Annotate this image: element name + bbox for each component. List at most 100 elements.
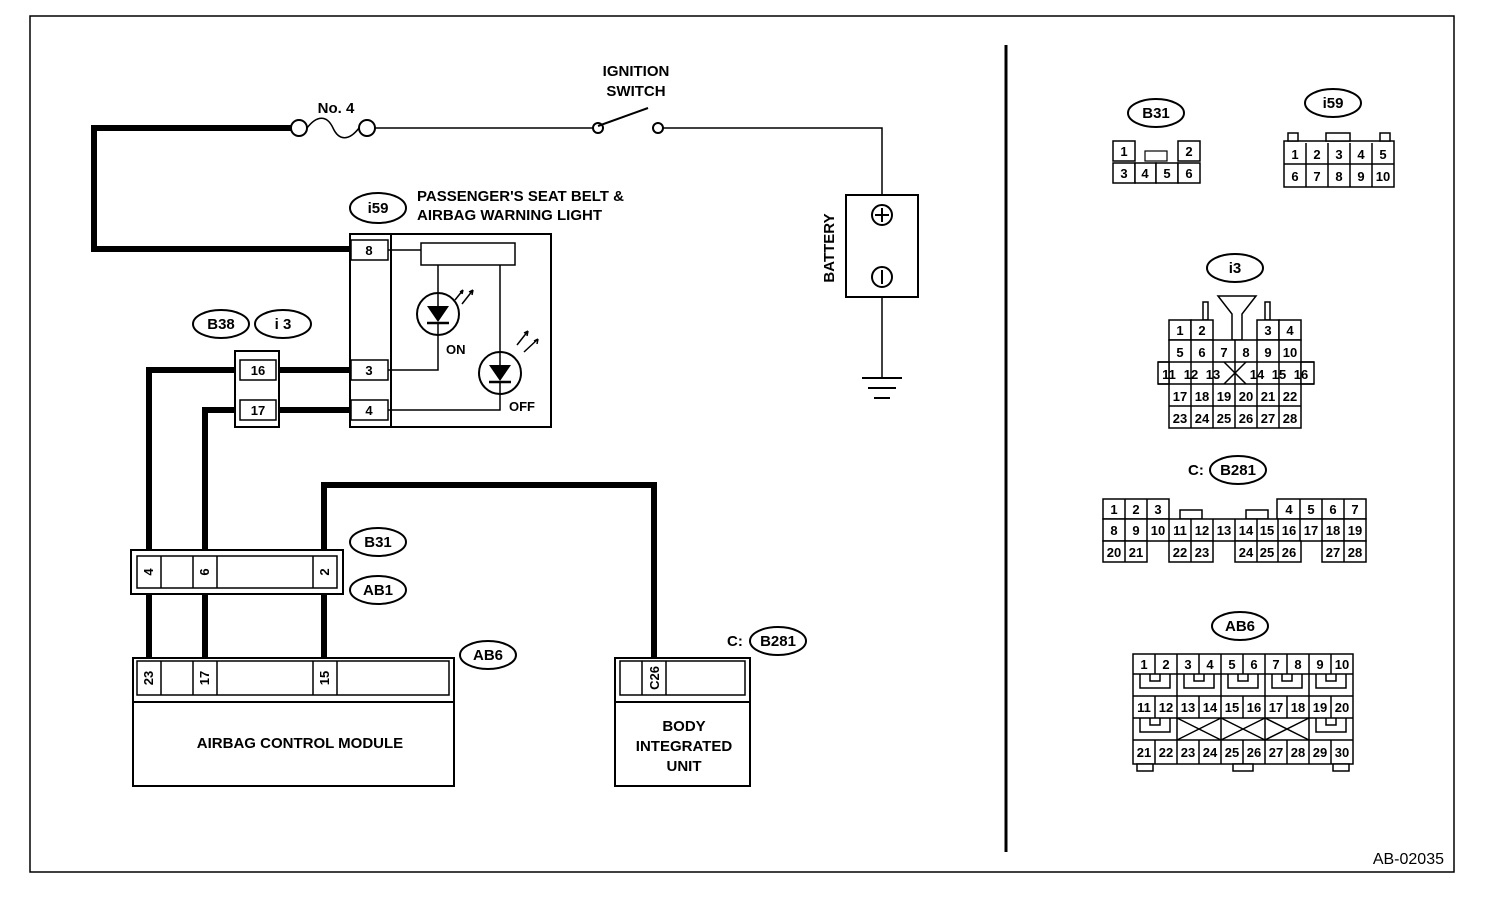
- cv-ab6-pin-27: 27: [1269, 745, 1283, 760]
- cv-b281-pin-6: 6: [1329, 502, 1336, 517]
- cv-b281-pin-5: 5: [1307, 502, 1314, 517]
- cv-i3-pin-4-label: 4: [1286, 323, 1294, 338]
- cv-i59-pin-7: 7: [1313, 169, 1320, 184]
- cv-b281-tag-label: B281: [1220, 462, 1256, 479]
- cv-b281-pin-14: 14: [1239, 523, 1254, 538]
- i3-tag: [254, 309, 312, 339]
- connector-view-i59: i59 1 2 3 4 5 6 7 8 9 10: [1283, 88, 1395, 188]
- cv-b31-tag: [1127, 98, 1185, 128]
- cv-ab6-pin-23: 23: [1181, 745, 1195, 760]
- cv-ab6-latch-4: [1271, 674, 1303, 689]
- ignition-label-line1: IGNITION: [603, 63, 670, 80]
- cv-ab6-pin-5: 5: [1228, 657, 1235, 672]
- cv-i3-pin-25: 25: [1217, 411, 1231, 426]
- fuse-element: [306, 117, 360, 139]
- body-unit-pinstrip: [619, 660, 746, 696]
- i59-connector-tag: [349, 192, 407, 224]
- cv-ab6-foot-mid: [1232, 763, 1254, 772]
- cv-ab6-pin-12: 12: [1159, 700, 1173, 715]
- cv-i3-pin-24: 24: [1195, 411, 1210, 426]
- fuse-terminal-right: [358, 119, 376, 137]
- cv-i3-pin-19: 19: [1217, 389, 1231, 404]
- i59-pin-8-label: 8: [365, 243, 372, 258]
- led-on-triangle: [427, 306, 449, 322]
- cv-i59-key-mid: [1325, 132, 1351, 142]
- cv-i59-pin-5: 5: [1379, 147, 1386, 162]
- body-integrated-unit: C26 BODY INTEGRATED UNIT C: B281: [614, 626, 807, 787]
- wire-17-to-module-17: [202, 407, 239, 663]
- i59-tag-label: i59: [368, 200, 389, 217]
- cv-b281-prefix: C:: [1188, 462, 1204, 479]
- battery: BATTERY: [821, 194, 919, 298]
- cv-i3-pin-11: 11: [1162, 367, 1176, 382]
- cv-b281-pin-27: 27: [1326, 545, 1340, 560]
- airbag-module-label: AIRBAG CONTROL MODULE: [197, 735, 403, 752]
- cv-b31-pin-1: [1112, 140, 1136, 162]
- cv-b281-pin-21: 21: [1129, 545, 1143, 560]
- ab6-tag-label: AB6: [473, 647, 503, 664]
- cv-b281-pin-24: 24: [1239, 545, 1254, 560]
- b281-tag: [749, 626, 807, 656]
- cv-b281-pin-12: 12: [1195, 523, 1209, 538]
- warning-light-title-1: PASSENGER'S SEAT BELT &: [417, 188, 624, 205]
- cv-b31-pin-5-label: 5: [1163, 166, 1170, 181]
- joint-pin-17-label: 17: [251, 403, 265, 418]
- cv-b281-pin-10: 10: [1151, 523, 1165, 538]
- ignition-switch: IGNITION SWITCH: [592, 63, 670, 134]
- ab6-pin-17: 17: [197, 671, 212, 685]
- b281-pin-c26: C26: [647, 666, 662, 690]
- cv-i3-pin-2-label: 2: [1198, 323, 1205, 338]
- led-on-ray-1: [454, 289, 464, 301]
- cv-ab6-pin-16: 16: [1247, 700, 1261, 715]
- cv-i59-pin-1: 1: [1291, 147, 1298, 162]
- warning-light-housing: [390, 233, 552, 428]
- cv-i59-pin-4: 4: [1357, 147, 1365, 162]
- cv-ab6-pin-21: 21: [1137, 745, 1151, 760]
- cv-b281-tag: [1209, 455, 1267, 485]
- cv-b281-pin-28: 28: [1348, 545, 1362, 560]
- cv-i59-key-right: [1379, 132, 1391, 142]
- cv-b281-key-left: [1179, 509, 1203, 520]
- led-off-triangle: [489, 365, 511, 381]
- cv-b31-pin-3-label: 3: [1120, 166, 1127, 181]
- internal-wire-on-bottom: [388, 335, 439, 371]
- cv-b281-pin-16: 16: [1282, 523, 1296, 538]
- cv-ab6-blank-cross-2: [1220, 717, 1266, 741]
- cv-ab6-latch-5: [1315, 674, 1347, 689]
- ground-symbol: [862, 377, 902, 399]
- cv-ab6-pin-26: 26: [1247, 745, 1261, 760]
- cv-ab6-pin-14: 14: [1203, 700, 1218, 715]
- cv-i59-pin-3: 3: [1335, 147, 1342, 162]
- led-on-label: ON: [446, 342, 466, 357]
- led-off-label: OFF: [509, 399, 535, 414]
- cv-ab6-pin-2: 2: [1162, 657, 1169, 672]
- mid-pin-4: 4: [141, 568, 156, 576]
- cv-ab6-pin-15: 15: [1225, 700, 1239, 715]
- led-on-ray-2: [461, 289, 474, 305]
- b38-tag-label: B38: [207, 316, 235, 333]
- cv-b31-pin-1-label: 1: [1120, 144, 1127, 159]
- ab1-tag: [349, 575, 407, 605]
- cv-b281-pin-19: 19: [1348, 523, 1362, 538]
- cv-ab6-pin-13: 13: [1181, 700, 1195, 715]
- cv-ab6-pin-8: 8: [1294, 657, 1301, 672]
- cv-b281-pin-7: 7: [1351, 502, 1358, 517]
- cv-ab6-pin-10: 10: [1335, 657, 1349, 672]
- warning-light: i59 PASSENGER'S SEAT BELT & AIRBAG WARNI…: [349, 188, 624, 428]
- wire-fuse-to-light: [91, 125, 354, 252]
- cv-b31-pin-4-label: 4: [1141, 166, 1149, 181]
- cv-ab6-pin-24: 24: [1203, 745, 1218, 760]
- cv-b281-pin-8: 8: [1110, 523, 1117, 538]
- cv-ab6-tag: [1211, 611, 1269, 641]
- warning-light-title-2: AIRBAG WARNING LIGHT: [417, 207, 602, 224]
- b31-tag-label: B31: [364, 534, 392, 551]
- cv-ab6-blank-cross-3: [1264, 717, 1310, 741]
- cv-ab6-pin-1: 1: [1140, 657, 1147, 672]
- led-off-ray-1: [516, 330, 529, 346]
- cv-i3-pin-7: 7: [1220, 345, 1227, 360]
- cv-b31-pin-6-label: 6: [1185, 166, 1192, 181]
- cv-ab6-pin-25: 25: [1225, 745, 1239, 760]
- cv-i59-pin-9: 9: [1357, 169, 1364, 184]
- body-unit-label-2: INTEGRATED: [636, 738, 733, 755]
- cv-i3-tag-label: i3: [1229, 260, 1242, 277]
